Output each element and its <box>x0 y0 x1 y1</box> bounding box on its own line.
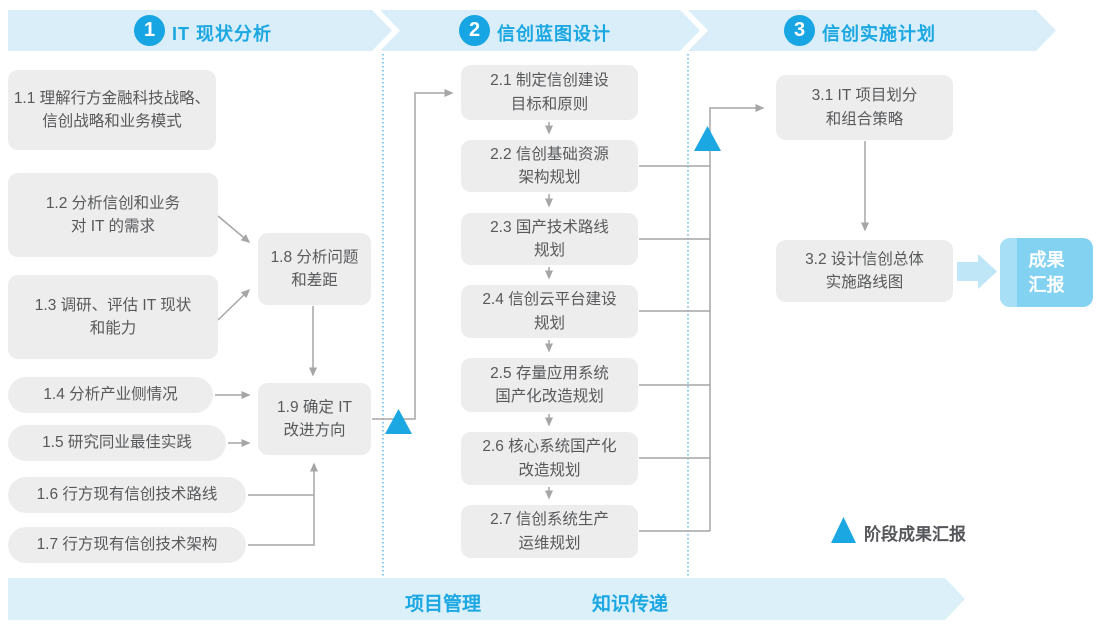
task-box-1-8: 1.8 分析问题 和差距 <box>258 233 371 305</box>
box-text-line: 1.6 行方现有信创技术路线 <box>36 486 218 504</box>
box-text-line: 信创战略和业务模式 <box>42 113 182 130</box>
box-text-line: 3.1 IT 项目划分 <box>811 87 918 105</box>
box-text-line: 和差距 <box>291 272 338 289</box>
box-text-line: 规划 <box>533 242 565 259</box>
box-text-line: 运维规划 <box>518 534 581 552</box>
box-text-line: 2.3 国产技术路线 <box>490 218 609 236</box>
task-box-1-1: 1.1 理解行方金融科技战略、 信创战略和业务模式 <box>8 70 216 150</box>
task-box-3-1: 3.1 IT 项目划分 和组合策略 <box>776 75 953 140</box>
box-text-line: 1.8 分析问题 <box>270 248 359 266</box>
task-box-2-1: 2.1 制定信创建设 目标和原则 <box>461 65 638 120</box>
box-text-line: 1.7 行方现有信创技术架构 <box>36 536 218 554</box>
box-text-line: 2.2 信创基础资源 <box>490 145 609 163</box>
task-box-2-7: 2.7 信创系统生产 运维规划 <box>461 505 638 558</box>
box-text-line: 规划 <box>533 314 565 332</box>
legend-label: 阶段成果汇报 <box>864 525 966 544</box>
box-text-line: 国产化改造规划 <box>495 388 604 405</box>
box-text-line: 架构规划 <box>518 169 581 186</box>
task-box-3-2: 3.2 设计信创总体 实施路线图 <box>776 240 953 302</box>
deliverable-box-stripe <box>1000 238 1017 307</box>
task-box-1-3: 1.3 调研、评估 IT 现状 和能力 <box>8 275 218 359</box>
task-box-2-6: 2.6 核心系统国产化 改造规划 <box>461 432 638 485</box>
phase-number-2: 2 <box>459 15 490 46</box>
task-box-1-6: 1.6 行方现有信创技术路线 <box>8 477 246 513</box>
box-text-line: 对 IT 的需求 <box>70 218 156 235</box>
legend-triangle-icon <box>831 517 856 543</box>
box-text-line: 2.6 核心系统国产化 <box>482 438 617 456</box>
box-text-line: 3.2 设计信创总体 <box>805 250 924 268</box>
phase-number-3: 3 <box>784 15 815 46</box>
box-text-line: 2.5 存量应用系统 <box>490 364 609 382</box>
deliverable-text-line: 成果 <box>1028 250 1065 271</box>
box-text-line: 和能力 <box>89 320 137 337</box>
phase-banner-3 <box>688 10 1056 51</box>
box-text-line: 目标和原则 <box>510 95 589 113</box>
milestone-triangle-1 <box>385 409 412 434</box>
task-box-2-3: 2.3 国产技术路线 规划 <box>461 213 638 265</box>
box-text-line: 2.7 信创系统生产 <box>490 511 609 529</box>
task-box-2-2: 2.2 信创基础资源 架构规划 <box>461 140 638 192</box>
box-text-line: 实施路线图 <box>825 274 904 291</box>
task-box-1-4: 1.4 分析产业侧情况 <box>8 377 213 413</box>
box-text-line: 1.1 理解行方金融科技战略、 <box>13 89 211 107</box>
task-box-2-5: 2.5 存量应用系统 国产化改造规划 <box>461 358 638 412</box>
milestone-triangle-2 <box>694 126 721 151</box>
box-text-line: 1.3 调研、评估 IT 现状 <box>34 296 192 314</box>
box-text-line: 2.1 制定信创建设 <box>490 72 609 90</box>
box-text-line: 1.9 确定 IT <box>277 398 352 416</box>
phase-title-2: 信创蓝图设计 <box>497 24 611 44</box>
box-text-line: 改造规划 <box>518 461 581 479</box>
phase-title-1: IT 现状分析 <box>172 24 272 44</box>
footer-label-knowledge-transfer: 知识传递 <box>592 594 669 615</box>
box-text-line: 改进方向 <box>283 422 346 439</box>
phase-banner-1 <box>8 10 392 51</box>
phase-banner-2 <box>380 10 700 51</box>
footer-label-project-management: 项目管理 <box>405 594 482 615</box>
footer-band <box>8 578 965 620</box>
box-text-line: 1.5 研究同业最佳实践 <box>42 434 192 452</box>
deliverable-box: 成果 汇报 <box>1000 238 1093 307</box>
box-text-line: 1.4 分析产业侧情况 <box>43 386 178 404</box>
phase-number-1: 1 <box>134 15 165 46</box>
box-text-line: 和组合策略 <box>825 110 904 128</box>
box-text-line: 1.2 分析信创和业务 <box>45 194 181 212</box>
task-box-1-5: 1.5 研究同业最佳实践 <box>8 425 226 461</box>
deliverable-text-line: 汇报 <box>1028 274 1065 295</box>
task-box-1-7: 1.7 行方现有信创技术架构 <box>8 527 246 563</box>
task-box-2-4: 2.4 信创云平台建设 规划 <box>461 285 638 338</box>
task-box-1-2: 1.2 分析信创和业务 对 IT 的需求 <box>8 173 218 257</box>
box-text-line: 2.4 信创云平台建设 <box>482 291 617 309</box>
phase-title-3: 信创实施计划 <box>822 24 936 44</box>
task-box-1-9: 1.9 确定 IT 改进方向 <box>258 383 371 455</box>
deliverable-arrow-icon <box>957 254 997 289</box>
